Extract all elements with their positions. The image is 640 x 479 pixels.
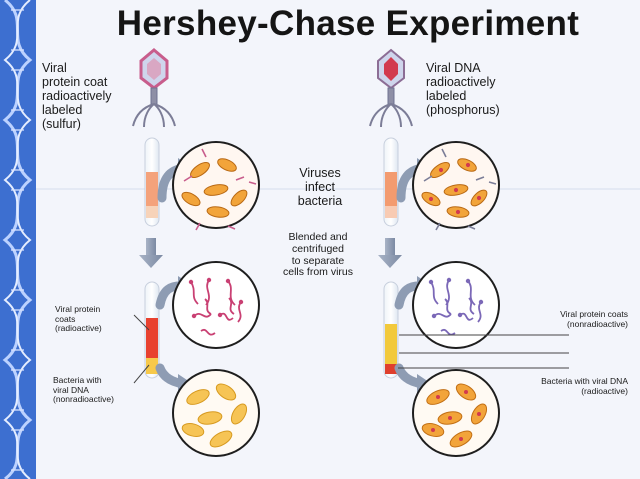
circle-right-infection bbox=[412, 141, 500, 231]
tube-left-bottom bbox=[144, 281, 160, 379]
leader-lines-right bbox=[398, 334, 569, 369]
infect-label: Viruses infect bacteria bbox=[297, 166, 343, 208]
tube-left-top bbox=[144, 137, 160, 227]
right-bacteria-label: Bacteria with viral DNA (radioactive) bbox=[541, 376, 628, 396]
page-title: Hershey-Chase Experiment bbox=[116, 4, 580, 43]
left-top-label: Viral protein coat radioactively labeled… bbox=[42, 61, 112, 131]
circle-left-infection bbox=[172, 141, 260, 231]
down-arrow-right bbox=[378, 238, 402, 268]
right-viral-coats-label: Viral protein coats (nonradioactive) bbox=[560, 309, 628, 329]
phage-left bbox=[132, 48, 176, 128]
tube-right-bottom bbox=[383, 281, 399, 379]
circle-right-viral-coats bbox=[412, 261, 500, 349]
left-viral-coats-label: Viral protein coats (radioactive) bbox=[55, 304, 102, 334]
left-bacteria-label: Bacteria with viral DNA (nonradioactive) bbox=[53, 375, 114, 405]
dna-strip bbox=[0, 0, 36, 479]
circle-left-viral-coats bbox=[172, 261, 260, 349]
down-arrow-left bbox=[139, 238, 163, 268]
blended-label: Blended and centrifuged to separate cell… bbox=[282, 231, 353, 279]
circle-right-bacteria bbox=[412, 369, 500, 457]
right-top-label: Viral DNA radioactively labeled (phospho… bbox=[426, 61, 500, 117]
tube-right-top bbox=[383, 137, 399, 227]
leader-lines-left bbox=[133, 314, 150, 384]
phage-right bbox=[369, 48, 413, 128]
circle-left-bacteria bbox=[172, 369, 260, 457]
